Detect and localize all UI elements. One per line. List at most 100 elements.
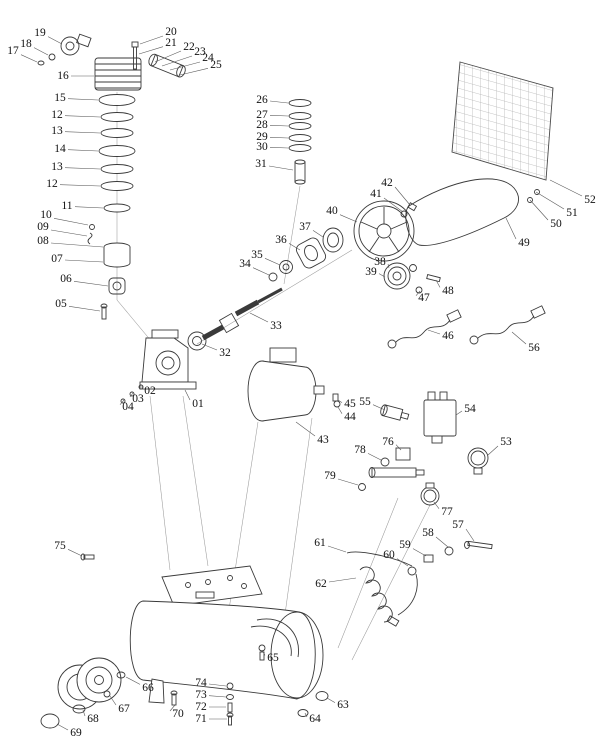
leader-line-47 <box>415 290 421 296</box>
leader-line-09 <box>50 229 88 237</box>
leader-line-30 <box>269 147 289 149</box>
part-label-36: 36 <box>275 234 287 246</box>
part-label-71: 71 <box>195 713 207 725</box>
valve-spring-shape <box>87 224 95 245</box>
leader-line-67 <box>109 695 117 706</box>
part-label-47: 47 <box>418 292 430 304</box>
crankcase-bolts-shape <box>120 384 144 404</box>
part-label-66: 66 <box>142 682 154 694</box>
piston-rings-shape <box>288 99 312 152</box>
part-label-40: 40 <box>326 205 338 217</box>
part-label-21: 21 <box>165 37 177 49</box>
leader-line-53 <box>487 445 499 456</box>
part-label-33: 33 <box>270 320 282 332</box>
leader-line-37 <box>312 230 324 238</box>
leader-line-69 <box>56 723 69 731</box>
part-label-76: 76 <box>382 436 394 448</box>
belt-guard-grill-shape <box>451 61 554 203</box>
part-label-10: 10 <box>40 209 52 221</box>
part-label-29: 29 <box>256 131 268 143</box>
mounting-screws-shape <box>170 682 234 726</box>
leader-line-20 <box>139 35 164 45</box>
leader-line-58 <box>435 536 449 548</box>
leader-line-56 <box>511 331 527 345</box>
leader-line-22 <box>154 50 182 63</box>
leader-line-59 <box>412 548 427 557</box>
outlet-pipe-shape <box>346 551 413 567</box>
leader-line-64 <box>304 712 308 718</box>
part-label-05: 05 <box>55 298 67 310</box>
leader-line-11 <box>74 206 104 209</box>
part-label-16: 16 <box>57 70 69 82</box>
part-label-44: 44 <box>344 411 356 423</box>
leader-line-39 <box>378 273 386 278</box>
part-label-20: 20 <box>165 26 177 38</box>
unloader-fitting-shape <box>37 33 92 66</box>
part-label-12: 12 <box>46 178 58 190</box>
part-label-59: 59 <box>399 539 411 551</box>
drain-fittings-shape <box>407 540 493 576</box>
leader-line-65 <box>261 649 266 656</box>
part-label-45: 45 <box>344 398 356 410</box>
part-label-62: 62 <box>315 578 327 590</box>
crankcase-shape <box>139 329 197 390</box>
part-label-69: 69 <box>70 727 82 739</box>
leader-line-40 <box>339 214 358 223</box>
part-label-24: 24 <box>202 52 214 64</box>
leader-line-32 <box>201 343 218 351</box>
crankshaft-shape <box>201 287 283 341</box>
crank-washers-shape <box>268 260 293 282</box>
leader-line-24 <box>169 61 201 71</box>
part-label-30: 30 <box>256 141 268 153</box>
leader-line-57 <box>465 528 475 542</box>
leader-line-08 <box>50 242 104 248</box>
leader-line-01 <box>184 389 191 401</box>
part-label-57: 57 <box>452 519 464 531</box>
leader-line-68 <box>82 709 86 717</box>
leader-line-55 <box>372 404 386 411</box>
belt-shape <box>405 178 519 246</box>
leader-line-48 <box>435 279 441 288</box>
bearing-shape <box>187 331 207 351</box>
leader-line-73 <box>208 695 227 698</box>
part-label-03: 03 <box>132 393 144 405</box>
part-label-63: 63 <box>337 699 349 711</box>
part-label-50: 50 <box>550 218 562 230</box>
part-label-02: 02 <box>144 385 156 397</box>
part-label-13: 13 <box>51 161 63 173</box>
power-cord-shape <box>387 309 462 349</box>
leader-line-27 <box>269 115 289 117</box>
part-label-09: 09 <box>37 221 49 233</box>
leader-line-25 <box>179 68 209 76</box>
part-label-12: 12 <box>51 109 63 121</box>
part-label-19: 19 <box>34 27 46 39</box>
part-label-34: 34 <box>239 258 251 270</box>
tank-hardware-shape <box>80 553 329 717</box>
wheel-hardware-shape <box>40 671 126 729</box>
part-label-06: 06 <box>60 273 72 285</box>
leader-line-14 <box>67 149 99 152</box>
part-label-13: 13 <box>51 125 63 137</box>
leader-line-31 <box>268 165 294 171</box>
part-label-46: 46 <box>442 330 454 342</box>
leader-line-10 <box>53 218 89 226</box>
power-cord-2-shape <box>469 305 546 345</box>
tank-top-plate-shape <box>161 565 263 607</box>
part-label-78: 78 <box>354 444 366 456</box>
motor-shape <box>247 347 325 422</box>
piston-pin-shape <box>294 159 306 185</box>
part-label-53: 53 <box>500 436 512 448</box>
head-bolt-shape <box>131 41 139 70</box>
leader-line-78 <box>367 453 382 461</box>
leader-line-76 <box>395 444 402 451</box>
leader-line-75 <box>67 549 83 557</box>
connecting-rod-shape <box>108 277 126 295</box>
check-valve-shape <box>380 404 410 421</box>
part-label-77: 77 <box>441 506 453 518</box>
leader-line-13 <box>64 167 101 170</box>
cylinder-head-shape <box>94 57 142 91</box>
part-label-11: 11 <box>61 200 72 212</box>
bearing-plate-shape <box>295 237 327 269</box>
